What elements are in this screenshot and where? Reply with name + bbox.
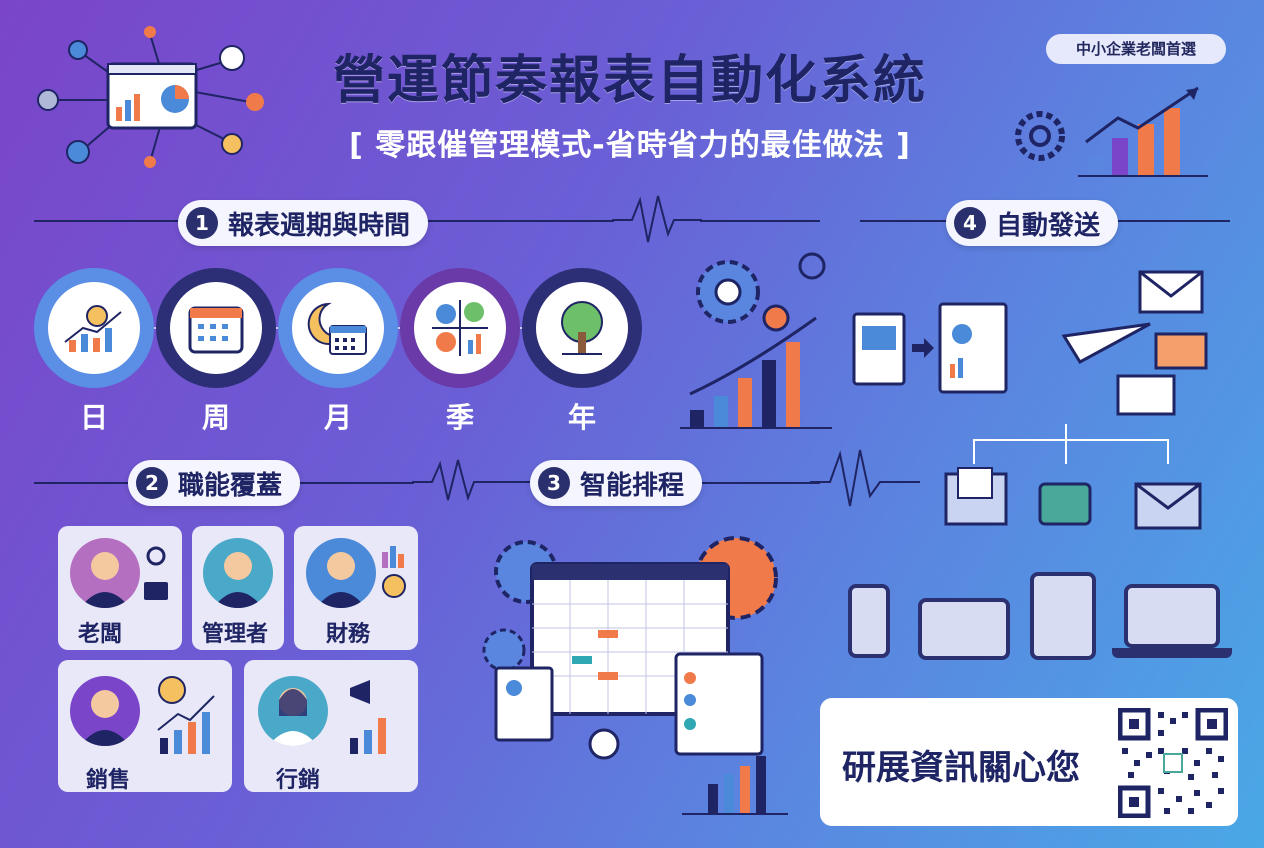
laptop-device [1124, 584, 1220, 648]
megaphone-chart-icon [350, 680, 386, 754]
section-number: 3 [538, 467, 570, 499]
page-subtitle: [ 零跟催管理模式-省時省力的最佳做法 ] [349, 128, 911, 163]
period-label: 年 [567, 401, 596, 434]
period-label: 日 [79, 401, 108, 434]
section-label: 職能覆蓋 [178, 470, 283, 501]
laptop-base [1112, 648, 1232, 658]
manager-avatar-icon [203, 538, 273, 608]
pulse-line-icon [612, 195, 702, 243]
period-row: 日 周 月 季 年 [34, 268, 644, 448]
period-label: 月 [323, 401, 352, 434]
role-label: 財務 [326, 622, 371, 647]
role-card-sales: 銷售 [58, 660, 232, 793]
calendar-icon [188, 306, 244, 354]
contact-text: 研展資訊關心您 [842, 748, 1080, 788]
role-label: 管理者 [202, 622, 269, 647]
auto-send-diagram [852, 270, 1208, 530]
pulse-line-icon [810, 449, 920, 507]
section-3-pill: 3 智能排程 [530, 460, 703, 506]
schedule-calendar-illustration [482, 536, 788, 815]
sales-avatar-icon [70, 676, 140, 746]
divider-line [700, 220, 820, 222]
badge-label: 中小企業老闆首選 [1046, 34, 1226, 64]
section-label: 自動發送 [996, 210, 1101, 241]
seasons-icon [432, 300, 488, 356]
tablet-landscape-device [918, 598, 1010, 660]
dollar-chart-icon [157, 676, 215, 754]
gear-growth-chart-icon [1015, 86, 1208, 177]
section-number: 2 [136, 467, 168, 499]
role-card-marketing: 行銷 [244, 660, 418, 793]
role-card-boss: 老闆 [58, 526, 182, 650]
section-1-pill: 1 報表週期與時間 [178, 200, 429, 246]
period-label: 季 [445, 401, 474, 434]
gears-growth-chart-icon [680, 252, 832, 429]
divider-line [700, 482, 820, 484]
role-card-finance: 財務 [294, 526, 418, 650]
section-4-pill: 4 自動發送 [946, 200, 1119, 246]
period-week [156, 268, 276, 388]
tablet-portrait-device [1030, 572, 1096, 660]
period-quarter [400, 268, 520, 388]
period-day [34, 268, 154, 388]
role-card-manager: 管理者 [192, 526, 284, 650]
pulse-line-icon [412, 459, 532, 502]
section-number: 4 [954, 207, 986, 239]
page-title: 營運節奏報表自動化系統 [332, 51, 927, 111]
marketing-avatar-icon [258, 676, 328, 746]
finance-avatar-icon [306, 538, 376, 608]
qr-code-icon[interactable] [1118, 708, 1228, 818]
sun-chart-icon [64, 305, 122, 352]
section-label: 智能排程 [580, 470, 685, 501]
gear-briefcase-icon [144, 546, 168, 600]
role-label: 老闆 [78, 622, 123, 647]
network-dashboard-icon [37, 26, 264, 168]
period-label: 周 [201, 401, 230, 434]
section-2-pill: 2 職能覆蓋 [128, 460, 301, 506]
section-number: 1 [186, 207, 218, 239]
phone-device [848, 584, 890, 658]
role-label: 銷售 [86, 768, 131, 793]
period-year [522, 268, 642, 388]
role-label: 行銷 [276, 768, 321, 793]
period-month [278, 268, 398, 388]
tree-icon [561, 301, 603, 355]
chart-coin-icon [382, 546, 406, 598]
boss-avatar-icon [70, 538, 140, 608]
moon-calendar-icon [307, 302, 367, 355]
section-label: 報表週期與時間 [228, 210, 411, 241]
